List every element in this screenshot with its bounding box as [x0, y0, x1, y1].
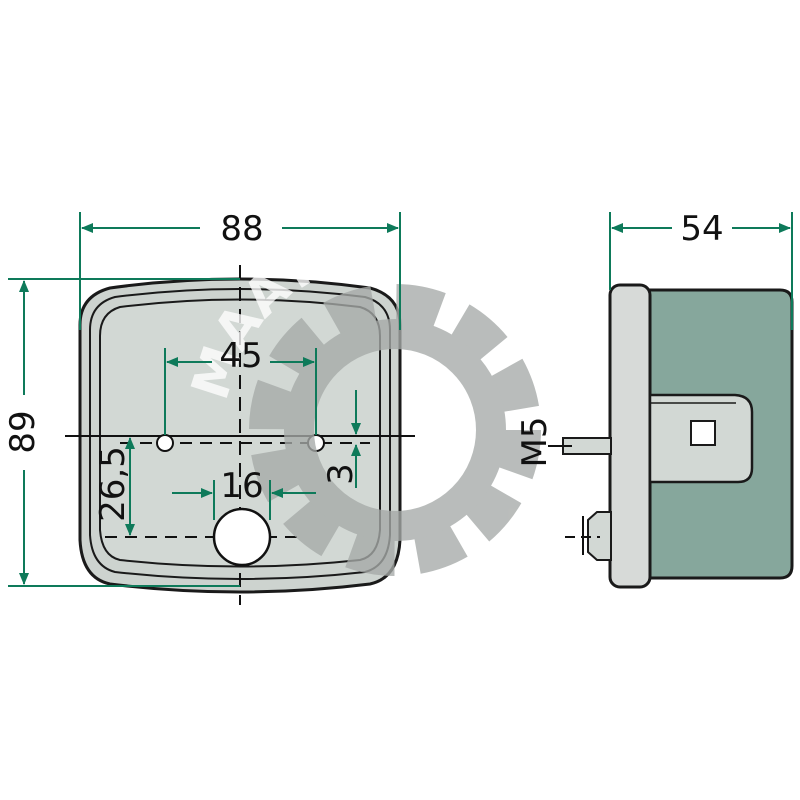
- thread-label: M5: [515, 417, 555, 468]
- hole-spacing-label: 45: [219, 336, 262, 376]
- watermark-gear-ring: [249, 284, 541, 576]
- vertical-offset-label: 3: [321, 463, 361, 485]
- side-view: [548, 283, 794, 589]
- dimension-annotations: [8, 212, 793, 587]
- mounting-bracket-plate: [608, 283, 652, 589]
- dimension-labels: 88 89 54 45 16 26,5 3 M5: [3, 209, 724, 522]
- center-offset-label: 26,5: [93, 446, 133, 522]
- depth-label: 54: [680, 209, 723, 249]
- tab-square-hole: [690, 420, 716, 446]
- width-label: 88: [220, 209, 263, 249]
- height-label: 89: [3, 410, 43, 453]
- cable-hole: [212, 507, 272, 567]
- hole-diameter-label: 16: [220, 466, 263, 506]
- watermark-gear-body: [284, 319, 506, 541]
- mounting-hole-left: [156, 434, 174, 452]
